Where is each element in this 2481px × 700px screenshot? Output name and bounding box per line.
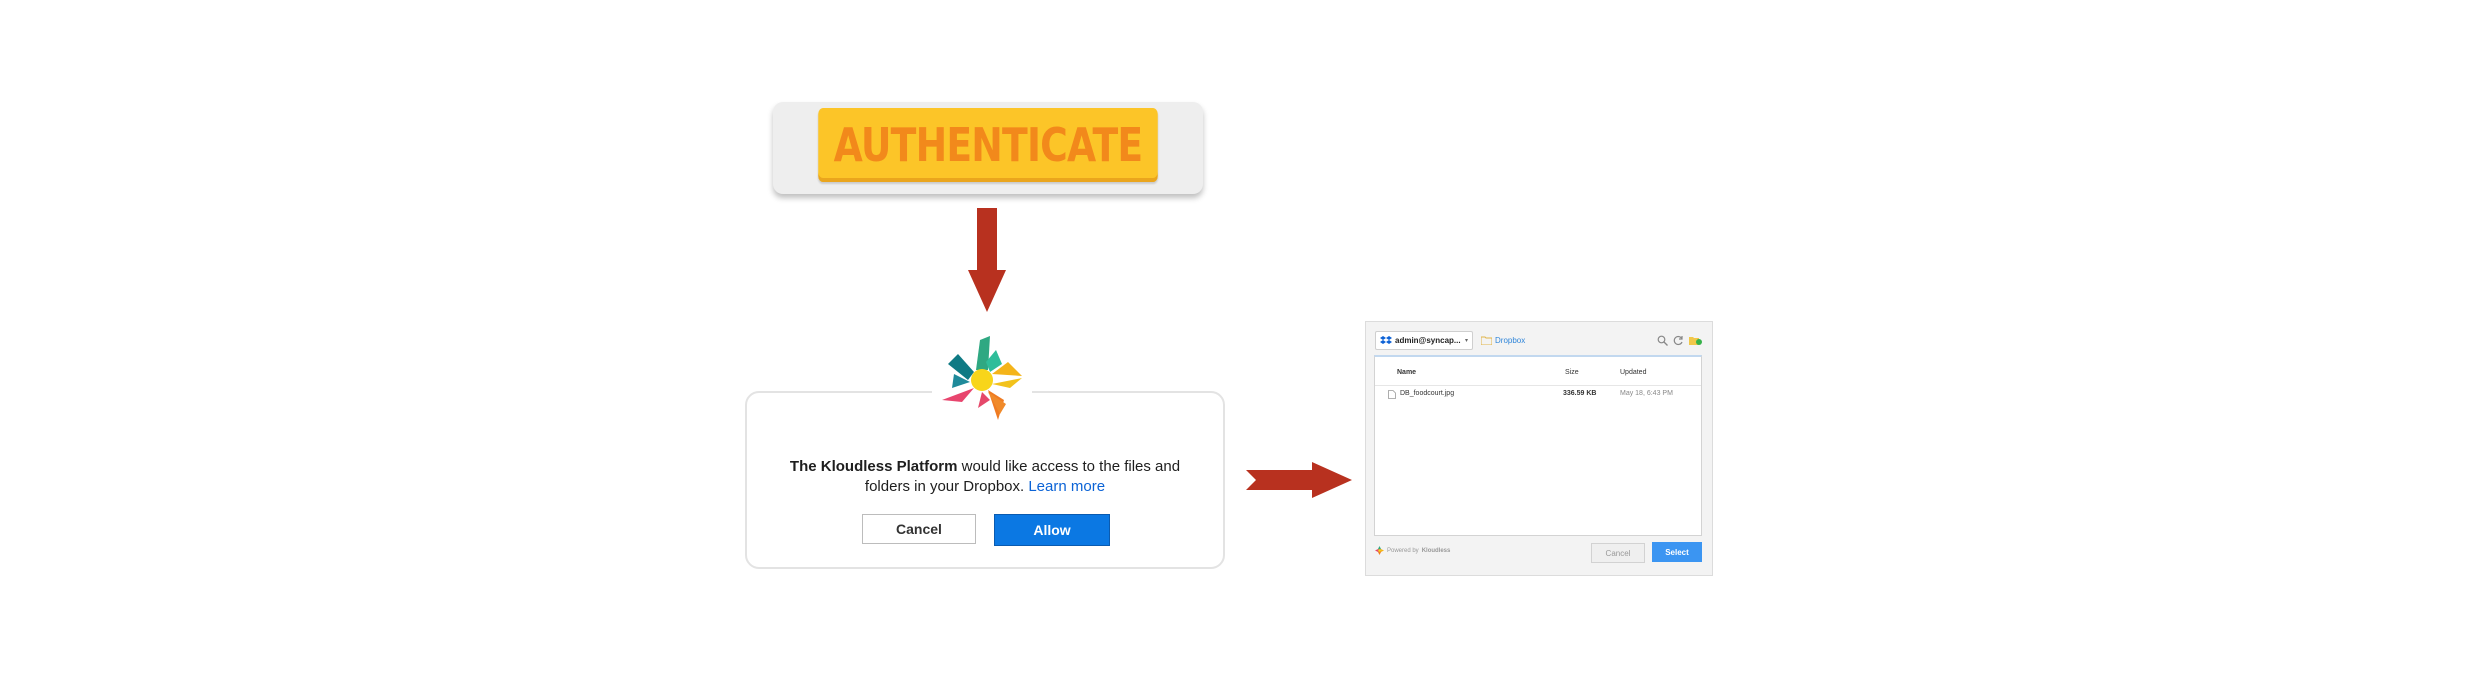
learn-more-link[interactable]: Learn more xyxy=(1028,478,1106,495)
dropbox-icon xyxy=(1380,335,1392,344)
authenticate-button-frame: AUTHENTICATE xyxy=(773,102,1203,194)
picker-toolbar xyxy=(1657,332,1702,348)
picker-cancel-button[interactable]: Cancel xyxy=(1591,543,1645,563)
powered-brand: Kloudless xyxy=(1421,547,1451,554)
consent-message-line1: would like access to the files and xyxy=(957,458,1181,475)
authenticate-label: AUTHENTICATE xyxy=(833,118,1143,172)
file-size: 336.59 KB xyxy=(1563,390,1597,397)
authenticate-button[interactable]: AUTHENTICATE xyxy=(818,108,1158,182)
consent-message: The Kloudless Platform would like access… xyxy=(747,457,1223,497)
search-icon[interactable] xyxy=(1657,335,1668,346)
file-list: Name Size Updated DB_foodcourt.jpg 336.5… xyxy=(1374,355,1702,536)
account-select[interactable]: admin@syncap... ▾ xyxy=(1375,331,1473,350)
file-name[interactable]: DB_foodcourt.jpg xyxy=(1400,390,1455,397)
cancel-button[interactable]: Cancel xyxy=(862,514,976,544)
column-header-updated[interactable]: Updated xyxy=(1620,369,1647,376)
breadcrumb-label: Dropbox xyxy=(1495,335,1526,345)
picker-cancel-label: Cancel xyxy=(1605,548,1631,558)
chevron-down-icon: ▾ xyxy=(1464,338,1468,344)
column-header-name[interactable]: Name xyxy=(1397,369,1417,376)
consent-message-line2: folders in your Dropbox. xyxy=(864,478,1029,495)
powered-prefix: Powered by xyxy=(1387,547,1419,554)
allow-button-label: Allow xyxy=(1033,522,1071,538)
kloudless-logo-icon xyxy=(932,336,1032,420)
file-picker: admin@syncap... ▾ Dropbox Name Size Upda… xyxy=(1365,321,1713,576)
file-icon xyxy=(1388,390,1396,399)
column-header-size[interactable]: Size xyxy=(1565,369,1579,376)
allow-button[interactable]: Allow xyxy=(994,514,1110,546)
file-updated: May 18, 6:43 PM xyxy=(1620,390,1673,397)
folder-icon xyxy=(1481,336,1492,345)
down-arrow-icon xyxy=(968,208,1006,312)
consent-dialog: The Kloudless Platform would like access… xyxy=(745,391,1225,569)
right-arrow-icon xyxy=(1246,462,1352,498)
kloudless-small-logo-icon xyxy=(1375,546,1384,555)
picker-select-label: Select xyxy=(1665,547,1689,557)
add-folder-icon[interactable] xyxy=(1689,335,1702,346)
picker-select-button[interactable]: Select xyxy=(1652,542,1702,562)
refresh-icon[interactable] xyxy=(1673,335,1684,346)
breadcrumb[interactable]: Dropbox xyxy=(1481,332,1525,348)
powered-by: Powered by Kloudless xyxy=(1375,546,1450,555)
cancel-button-label: Cancel xyxy=(896,521,942,537)
consent-app-name: The Kloudless Platform xyxy=(789,458,958,475)
account-name: admin@syncap... xyxy=(1395,336,1461,345)
header-divider xyxy=(1375,385,1701,386)
